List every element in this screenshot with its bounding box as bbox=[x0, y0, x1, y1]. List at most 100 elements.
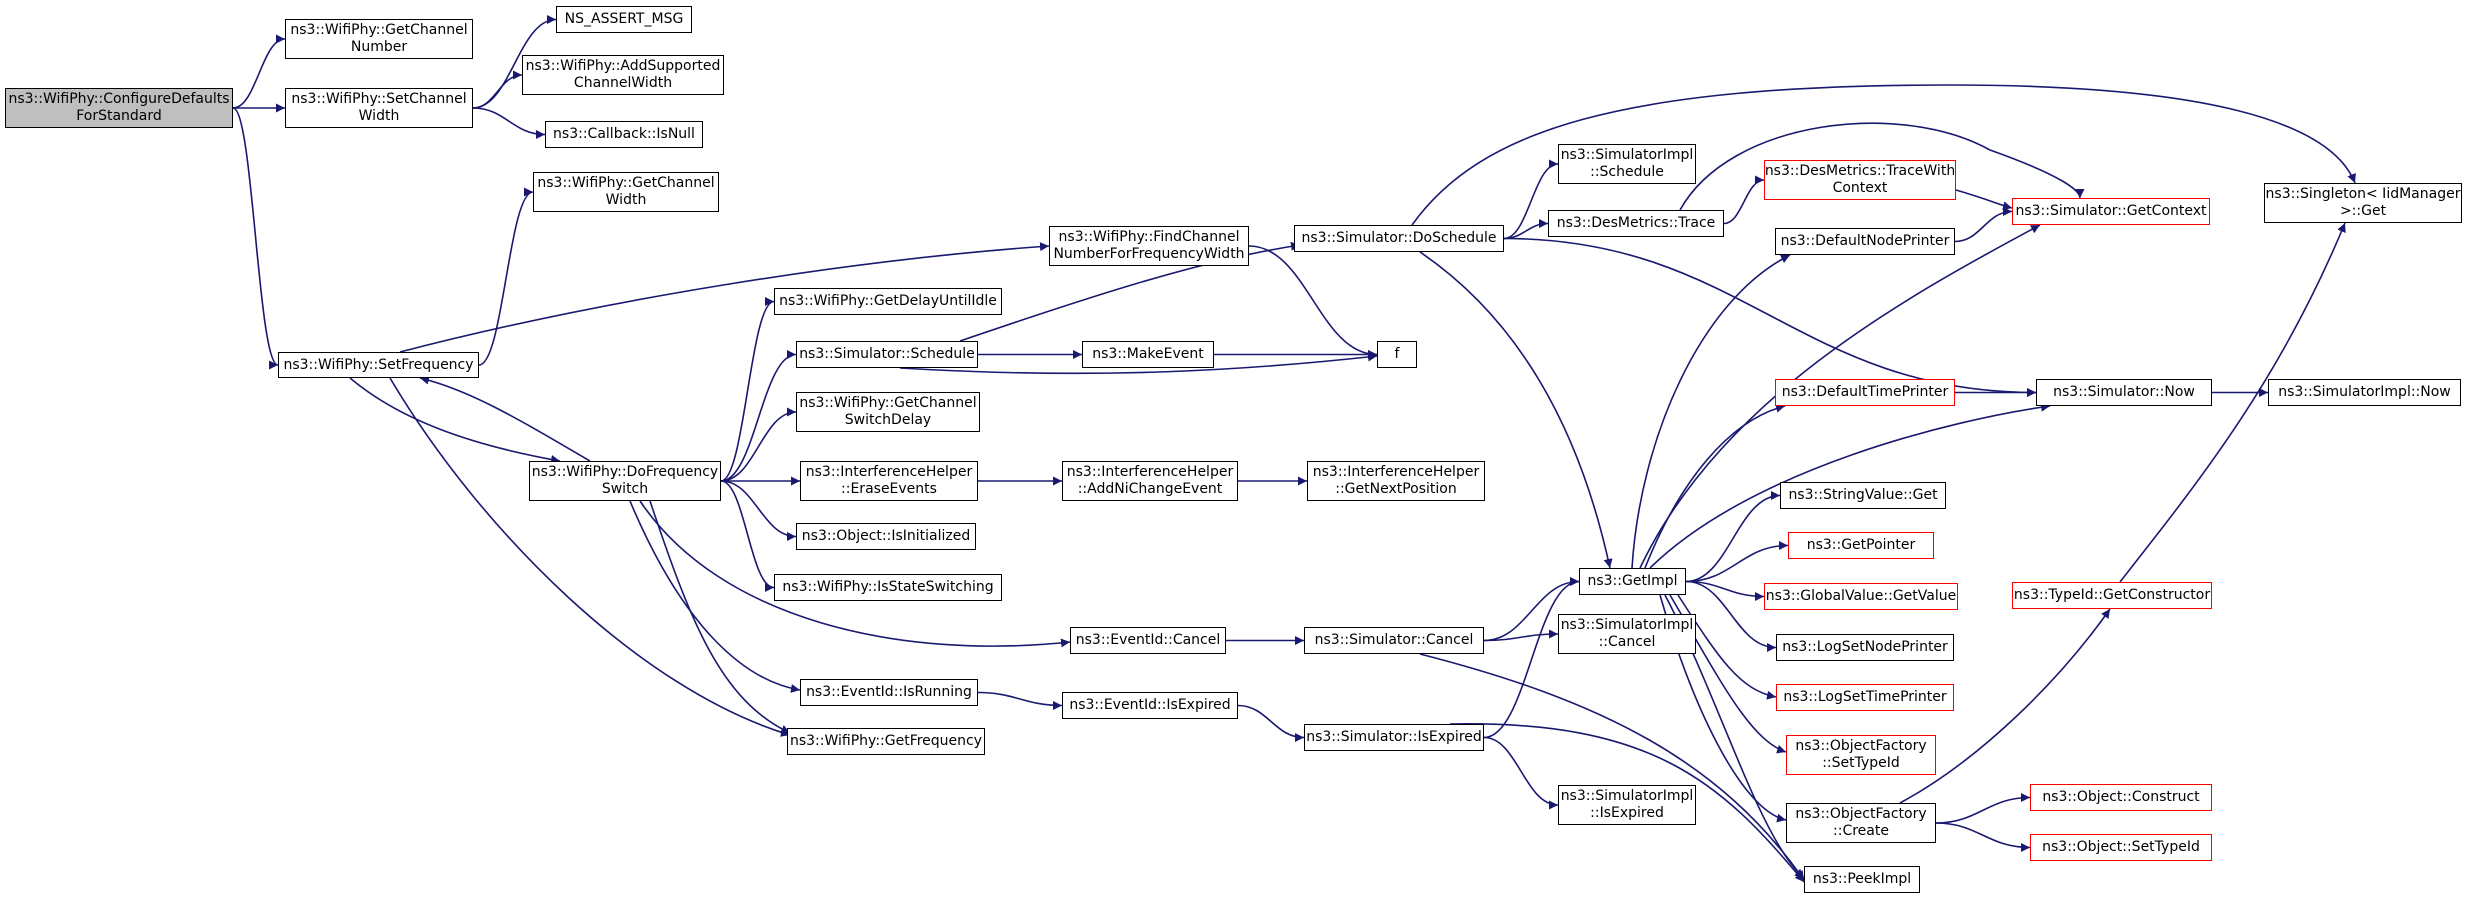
edge-ofcreate-to-objconstruct bbox=[1935, 793, 2031, 824]
node-stsw[interactable]: ns3::WifiPhy::IsStateSwitching bbox=[774, 574, 1002, 601]
edge-doschedule-to-getimpl bbox=[1419, 251, 1613, 569]
node-evcancel[interactable]: ns3::EventId::Cancel bbox=[1070, 627, 1226, 654]
node-getnext[interactable]: ns3::InterferenceHelper::GetNextPosition bbox=[1307, 461, 1485, 501]
node-simsched[interactable]: ns3::Simulator::Schedule bbox=[796, 341, 978, 368]
node-label-line: ns3::WifiPhy::IsStateSwitching bbox=[782, 579, 994, 595]
node-lognode[interactable]: ns3::LogSetNodePrinter bbox=[1776, 634, 1954, 661]
node-label-line: ns3::WifiPhy::AddSupported bbox=[525, 58, 721, 74]
node-label-line: ns3::Simulator::DoSchedule bbox=[1301, 230, 1497, 246]
edge-simsched-to-f bbox=[899, 352, 1378, 375]
edge-doschedule-to-simimplsched bbox=[1503, 159, 1559, 240]
node-deftime[interactable]: ns3::DefaultTimePrinter bbox=[1775, 379, 1955, 406]
node-getdelay[interactable]: ns3::WifiPhy::GetDelayUntilIdle bbox=[774, 288, 1002, 315]
node-label-line: ns3::Object::SetTypeId bbox=[2042, 839, 2200, 855]
node-erase[interactable]: ns3::InterferenceHelper::EraseEvents bbox=[800, 461, 978, 501]
node-label-line: ns3::WifiPhy::FindChannel bbox=[1058, 229, 1240, 245]
node-simimplsched[interactable]: ns3::SimulatorImpl::Schedule bbox=[1558, 144, 1696, 184]
node-label-line: ns3::WifiPhy::GetChannel bbox=[537, 175, 715, 191]
node-ofsettype[interactable]: ns3::ObjectFactory::SetTypeId bbox=[1786, 735, 1936, 775]
node-label-line: ::SetTypeId bbox=[1822, 755, 1900, 771]
node-simimplnow[interactable]: ns3::SimulatorImpl::Now bbox=[2268, 379, 2461, 406]
node-destrace[interactable]: ns3::DesMetrics::Trace bbox=[1548, 210, 1724, 237]
node-label-line: ns3::DesMetrics::Trace bbox=[1556, 215, 1716, 231]
node-gvget[interactable]: ns3::GlobalValue::GetValue bbox=[1764, 583, 1958, 610]
node-strget[interactable]: ns3::StringValue::Get bbox=[1780, 482, 1946, 509]
node-label-line: ns3::TypeId::GetConstructor bbox=[2013, 587, 2211, 603]
node-defnode[interactable]: ns3::DefaultNodePrinter bbox=[1775, 228, 1955, 255]
node-f[interactable]: f bbox=[1377, 341, 1417, 368]
edge-dofreqsw-to-evrunning bbox=[629, 500, 801, 693]
node-simimplexp[interactable]: ns3::SimulatorImpl::IsExpired bbox=[1558, 785, 1696, 825]
node-peekimpl[interactable]: ns3::PeekImpl bbox=[1804, 866, 1920, 893]
node-label-line: ns3::SimulatorImpl bbox=[1560, 788, 1694, 804]
node-label-line: ns3::EventId::IsExpired bbox=[1069, 697, 1231, 713]
edge-getimpl-to-strget bbox=[1685, 491, 1781, 583]
node-setfreq[interactable]: ns3::WifiPhy::SetFrequency bbox=[278, 352, 479, 378]
node-evexpired[interactable]: ns3::EventId::IsExpired bbox=[1062, 692, 1238, 719]
node-label-line: ns3::SimulatorImpl::Now bbox=[2278, 384, 2451, 400]
node-label-line: ns3::Simulator::IsExpired bbox=[1306, 729, 1482, 745]
node-assert[interactable]: NS_ASSERT_MSG bbox=[556, 6, 692, 33]
node-objsettype[interactable]: ns3::Object::SetTypeId bbox=[2030, 834, 2212, 861]
node-addni[interactable]: ns3::InterferenceHelper::AddNiChangeEven… bbox=[1062, 461, 1238, 501]
node-doschedule[interactable]: ns3::Simulator::DoSchedule bbox=[1294, 225, 1504, 252]
node-label-line: f bbox=[1394, 346, 1400, 362]
node-getimpl[interactable]: ns3::GetImpl bbox=[1579, 568, 1686, 595]
node-evrunning[interactable]: ns3::EventId::IsRunning bbox=[800, 679, 978, 706]
edge-getimpl-to-gvget bbox=[1685, 580, 1765, 601]
node-label-line: Width bbox=[358, 108, 400, 124]
node-getptr[interactable]: ns3::GetPointer bbox=[1788, 532, 1934, 559]
node-simnow[interactable]: ns3::Simulator::Now bbox=[2036, 379, 2212, 406]
edge-getimpl-to-getctx bbox=[1639, 224, 2041, 569]
node-makeevent[interactable]: ns3::MakeEvent bbox=[1082, 341, 1214, 368]
node-label-line: ns3::Callback::IsNull bbox=[553, 126, 695, 142]
edge-evexpired-to-simexpired bbox=[1237, 704, 1305, 742]
node-simcancel[interactable]: ns3::Simulator::Cancel bbox=[1304, 627, 1484, 654]
node-label-line: ns3::WifiPhy::DoFrequency bbox=[531, 464, 719, 480]
node-simimplcancel[interactable]: ns3::SimulatorImpl::Cancel bbox=[1558, 614, 1696, 654]
node-ofcreate[interactable]: ns3::ObjectFactory::Create bbox=[1786, 803, 1936, 843]
node-singleton[interactable]: ns3::Singleton< IidManager>::Get bbox=[2264, 183, 2462, 223]
node-objconstruct[interactable]: ns3::Object::Construct bbox=[2030, 784, 2212, 811]
edge-getimpl-to-lognode bbox=[1685, 580, 1777, 652]
node-cbnull[interactable]: ns3::Callback::IsNull bbox=[545, 121, 703, 148]
node-label-line: Width bbox=[605, 192, 647, 208]
node-label-line: ns3::EventId::IsRunning bbox=[806, 684, 972, 700]
edge-configure-to-getchnum bbox=[232, 34, 286, 109]
edge-setchw-to-addsup bbox=[472, 70, 523, 109]
node-label-line: ns3::EventId::Cancel bbox=[1075, 632, 1221, 648]
node-label-line: ns3::InterferenceHelper bbox=[1312, 464, 1480, 480]
node-label-line: ns3::Simulator::Cancel bbox=[1314, 632, 1474, 648]
edge-dofreqsw-to-stsw bbox=[720, 480, 775, 592]
node-label-line: ns3::ObjectFactory bbox=[1795, 806, 1927, 822]
node-label-line: ::AddNiChangeEvent bbox=[1077, 481, 1223, 497]
node-label-line: ::Create bbox=[1833, 823, 1889, 839]
node-label-line: ::Schedule bbox=[1590, 164, 1664, 180]
edge-simcancel-to-simimplcancel bbox=[1483, 629, 1559, 642]
node-logtime[interactable]: ns3::LogSetTimePrinter bbox=[1776, 684, 1954, 711]
edge-dofreqsw-to-getchsw bbox=[720, 407, 797, 482]
node-label-line: Context bbox=[1832, 180, 1888, 196]
node-label-line: ns3::DesMetrics::TraceWith bbox=[1764, 163, 1956, 179]
node-getctx[interactable]: ns3::Simulator::GetContext bbox=[2012, 198, 2210, 225]
node-label-line: ns3::StringValue::Get bbox=[1788, 487, 1938, 503]
node-label-line: ns3::MakeEvent bbox=[1092, 346, 1204, 362]
node-label-line: ::GetNextPosition bbox=[1335, 481, 1457, 497]
node-label-line: NumberForFrequencyWidth bbox=[1053, 246, 1245, 262]
node-getctor[interactable]: ns3::TypeId::GetConstructor bbox=[2012, 582, 2212, 609]
edge-getctor-to-singleton bbox=[2119, 222, 2346, 583]
edge-getimpl-to-simnow bbox=[1649, 402, 2051, 569]
edge-setfreq-to-dofreqsw bbox=[349, 377, 561, 464]
node-objinit[interactable]: ns3::Object::IsInitialized bbox=[796, 523, 976, 550]
node-getfreq[interactable]: ns3::WifiPhy::GetFrequency bbox=[787, 728, 985, 755]
node-simexpired[interactable]: ns3::Simulator::IsExpired bbox=[1304, 724, 1484, 751]
